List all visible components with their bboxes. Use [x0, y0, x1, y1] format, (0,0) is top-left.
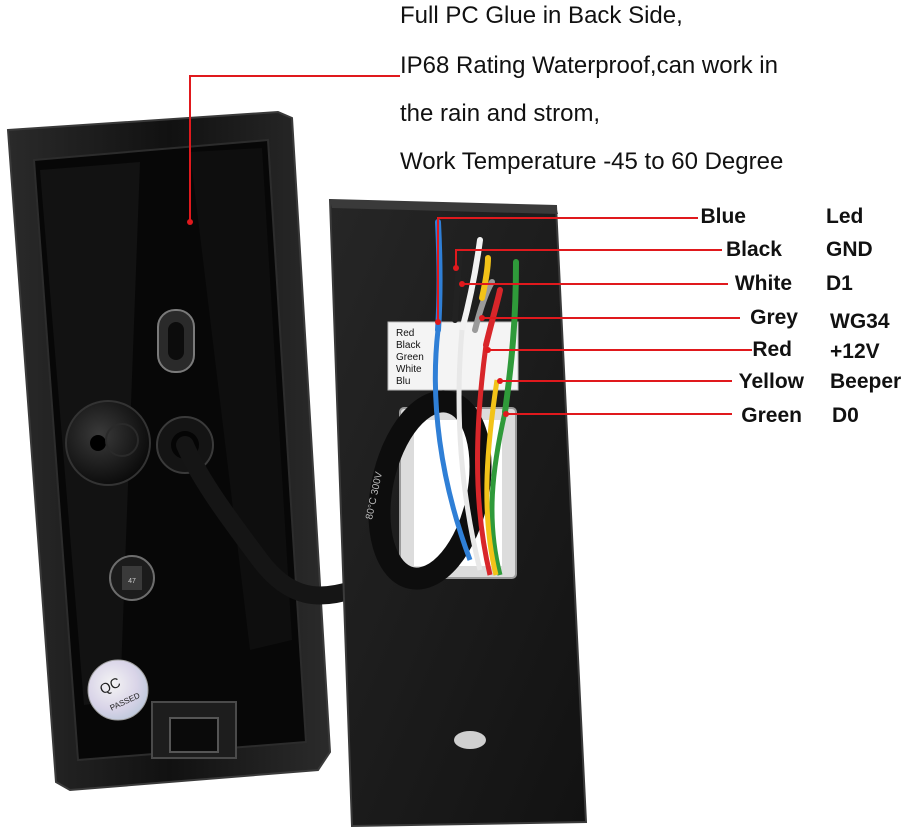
sticker-line: White: [396, 364, 422, 375]
buzzer: [65, 400, 151, 486]
usb-c-port: [157, 309, 195, 373]
spec-line-1: Full PC Glue in Back Side,: [400, 2, 683, 29]
wire-function-label: WG34: [830, 310, 890, 333]
spec-line-3: the rain and strom,: [400, 100, 601, 127]
wire-color-label: Yellow: [738, 370, 804, 393]
leader-dot-spec: [187, 219, 193, 225]
spec-line-4: Work Temperature -45 to 60 Degree: [400, 148, 784, 175]
svg-text:47: 47: [128, 578, 136, 585]
leader-line-blue: [437, 217, 698, 322]
sticker-line: Green: [396, 352, 424, 363]
wire-sticker: Red Black Green White Blu: [387, 321, 519, 391]
wire-color-label: Black: [725, 238, 782, 261]
sticker-line: Red: [396, 328, 414, 339]
wire-color-label: Red: [752, 338, 792, 361]
wire-function-label: +12V: [830, 340, 880, 363]
wire-function-label: D0: [832, 404, 859, 427]
wire-color-label: White: [734, 272, 792, 295]
wire-color-label: Grey: [750, 306, 798, 329]
connector-clip: [151, 701, 237, 759]
wire-function-label: Led: [826, 205, 864, 228]
wire-green: [502, 259, 519, 415]
wire-function-label: D1: [826, 272, 853, 295]
led-window: [454, 731, 486, 749]
qc-sticker: QC PASSED: [87, 659, 149, 721]
connecting-cable: [176, 436, 361, 605]
wire-color-label: Blue: [700, 205, 746, 228]
wire-red: [483, 287, 503, 348]
spec-line-2: IP68 Rating Waterproof,can work in: [400, 52, 778, 79]
leader-lines: [187, 75, 752, 417]
wire-black: [452, 247, 463, 323]
leader-line-black: [455, 249, 722, 268]
leader-line-spec: [189, 75, 400, 222]
sticker-line: Blu: [396, 376, 410, 387]
wire-function-label: Beeper: [830, 370, 902, 393]
wire-function-label: GND: [826, 238, 873, 261]
sticker-line: Black: [396, 340, 421, 351]
capacitor: 47: [109, 555, 155, 601]
wire-color-label: Green: [741, 404, 802, 427]
wire-yellow: [479, 255, 491, 301]
